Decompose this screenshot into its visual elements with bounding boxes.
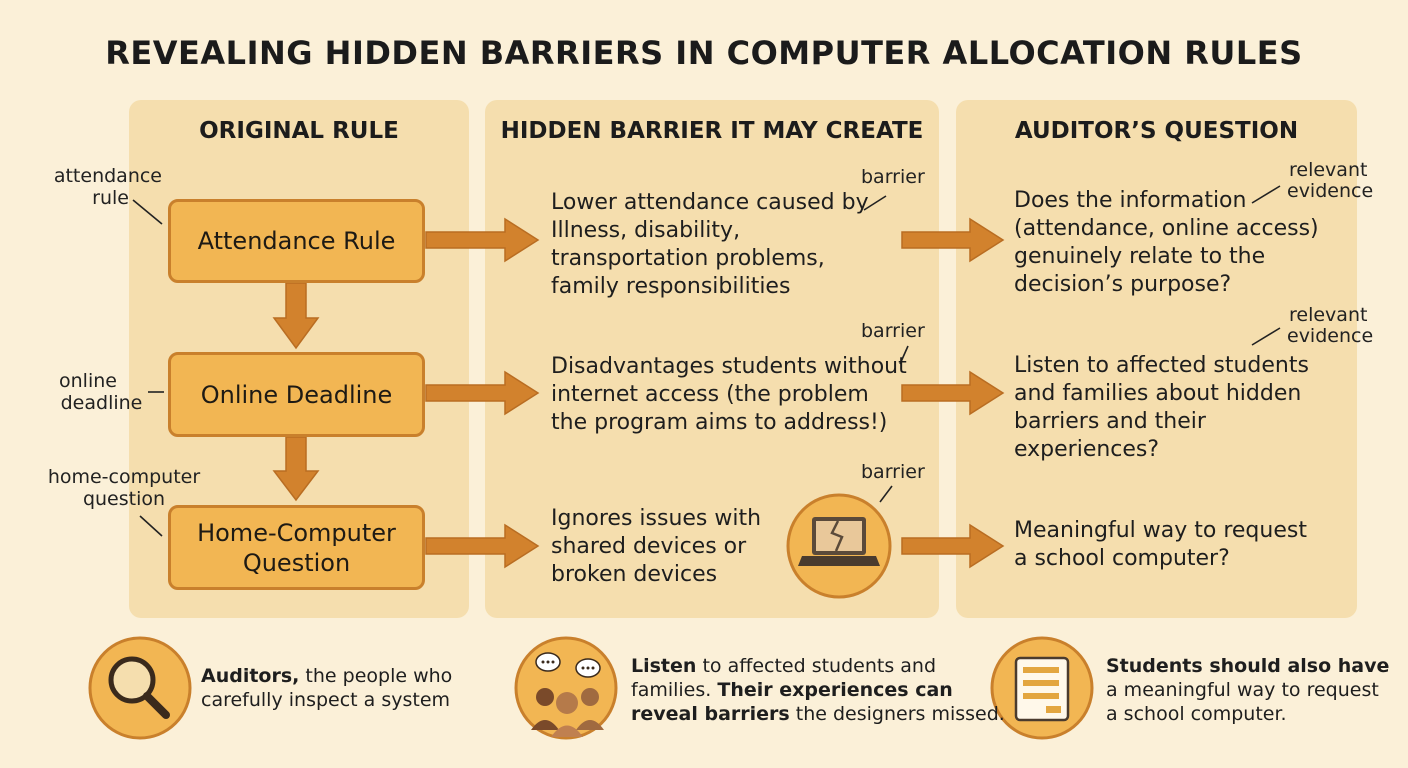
form-document-icon [990, 636, 1094, 740]
arrow-barrier2-question [901, 370, 1005, 416]
arrow-barrier1-question [901, 217, 1005, 263]
question-text-3: Meaningful way to request a school compu… [1014, 518, 1307, 571]
barrier-line-2 [899, 345, 909, 365]
rule-box-home-computer: Home-Computer Question [168, 505, 425, 590]
barrier-tag-3: barrier [861, 461, 925, 483]
callout-line-attendance [132, 199, 163, 225]
barrier-tag-2: barrier [861, 320, 925, 342]
down-arrow-2 [272, 436, 320, 502]
column-header-question: AUDITOR’S QUESTION [1014, 118, 1299, 144]
evidence-line-1 [1251, 185, 1281, 204]
barrier-line-3 [879, 485, 893, 503]
evidence-line-2 [1251, 327, 1281, 346]
broken-laptop-icon [786, 493, 892, 599]
arrow-barrier3-question [901, 523, 1005, 569]
panel-auditor-question [956, 100, 1357, 618]
rule-label: Online Deadline [200, 380, 393, 409]
people-talking-icon [514, 636, 618, 740]
arrow-rule1-barrier [425, 217, 540, 263]
callout-home-computer-question: home-computer question [47, 466, 201, 510]
barrier-text-3: Ignores issues with shared devices or br… [551, 506, 762, 587]
callout-attendance-rule: attendance rule [53, 165, 162, 209]
barrier-tag-1: barrier [861, 166, 925, 188]
rule-label-line: Question [242, 548, 351, 577]
column-header-original: ORIGINAL RULE [199, 118, 399, 144]
rule-label: Attendance Rule [197, 227, 396, 255]
question-text-2: Listen to affected students and families… [1014, 353, 1309, 462]
callout-online-deadline: online deadline [59, 370, 143, 414]
magnifier-icon [88, 636, 192, 740]
barrier-text-2: Disadvantages students without internet … [551, 354, 907, 435]
rule-box-attendance: Attendance Rule [168, 199, 425, 283]
down-arrow-1 [272, 282, 320, 350]
barrier-text-1: Lower attendance caused by Illness, disa… [551, 190, 869, 299]
barrier-line-1 [863, 195, 887, 211]
evidence-tag-2: relevant evidence [1287, 304, 1374, 347]
rule-label-line: Home-Computer [197, 518, 396, 547]
note-auditors: Auditors, the people who carefully inspe… [201, 665, 453, 711]
arrow-rule3-barrier [425, 523, 540, 569]
rule-box-online-deadline: Online Deadline [168, 352, 425, 437]
evidence-tag-1: relevant evidence [1287, 159, 1374, 202]
column-header-barrier: HIDDEN BARRIER IT MAY CREATE [500, 118, 924, 144]
callout-line-home [139, 515, 163, 537]
question-text-1: Does the information (attendance, online… [1014, 188, 1319, 297]
page-title: REVEALING HIDDEN BARRIERS IN COMPUTER AL… [105, 34, 1303, 72]
note-listen: Listen to affected students and families… [631, 655, 1005, 725]
arrow-rule2-barrier [425, 370, 540, 416]
note-students: Students should also have a meaningful w… [1106, 655, 1390, 725]
